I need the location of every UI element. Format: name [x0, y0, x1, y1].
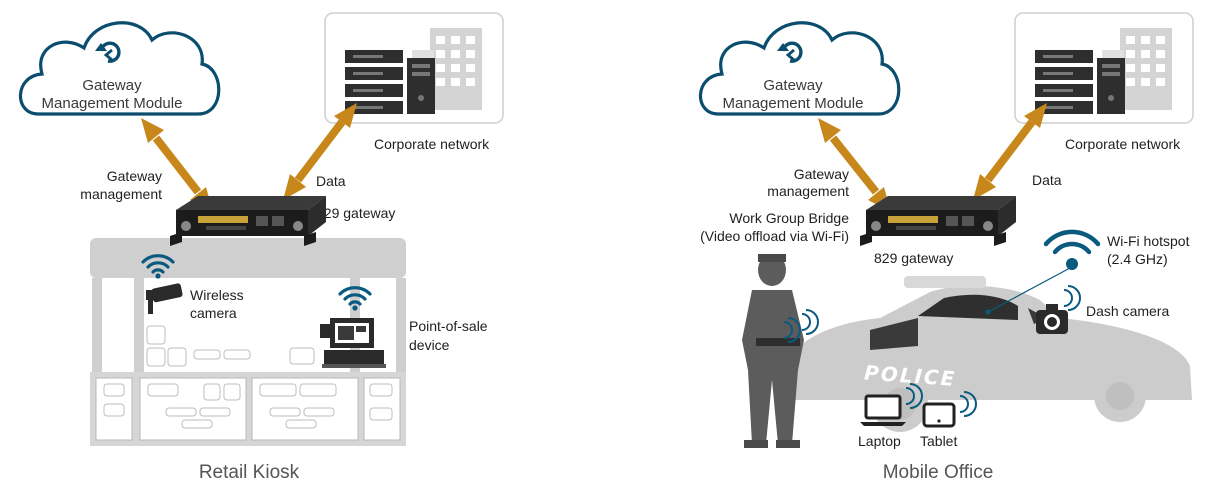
- corporate-network-label: Corporate network: [374, 136, 490, 152]
- hotspot-label-line1: Wi-Fi hotspot: [1107, 233, 1190, 249]
- hotspot-anchor: [985, 309, 991, 315]
- pos-label-line2: device: [409, 337, 450, 353]
- wgb-label-line1: Work Group Bridge: [729, 210, 849, 226]
- pos-terminal-icon: [320, 318, 386, 368]
- scene-title-mobile: Mobile Office: [883, 462, 994, 483]
- gateway-management-label-line1: Gateway: [107, 168, 162, 184]
- cloud-label-line1: Gateway: [763, 77, 823, 94]
- cloud-label-line2: Management Module: [42, 95, 183, 112]
- hotspot-leader-line: [987, 267, 1071, 313]
- gateway-label: 829 gateway: [874, 250, 953, 266]
- mobile-office-scene: Gateway Management Module Corporate netw…: [698, 12, 1194, 483]
- corporate-network-label: Corporate network: [1065, 136, 1181, 152]
- hotspot-label-line2: (2.4 GHz): [1107, 251, 1168, 267]
- laptop-label: Laptop: [858, 433, 901, 449]
- gateway-management-label-line2: management: [80, 186, 162, 202]
- dash-camera-label: Dash camera: [1086, 303, 1169, 319]
- laptop-icon: [860, 394, 906, 426]
- camera-icon: [1036, 304, 1068, 334]
- wgb-label-line2: (Video offload via Wi-Fi): [700, 228, 849, 244]
- officer-bodycam-signal: [801, 309, 819, 335]
- police-car: POLICE: [790, 276, 1192, 432]
- data-arrow: [973, 103, 1047, 200]
- wireless-camera-label-line1: Wireless: [190, 287, 244, 303]
- gateway-management-label-line1: Gateway: [794, 166, 849, 182]
- router-icon: [860, 196, 1016, 246]
- gateway-management-label-line2: management: [767, 183, 849, 199]
- scene-title-retail: Retail Kiosk: [199, 462, 300, 483]
- data-label: Data: [1032, 172, 1062, 188]
- officer-silhouette: [742, 254, 804, 448]
- security-camera-icon: [146, 283, 183, 314]
- wifi-icon: [1043, 229, 1101, 270]
- cloud-label-line2: Management Module: [723, 95, 864, 112]
- tablet-label: Tablet: [920, 433, 957, 449]
- pos-label-line1: Point-of-sale: [409, 318, 488, 334]
- gateway-label: 829 gateway: [316, 205, 395, 221]
- wireless-camera-label-line2: camera: [190, 305, 237, 321]
- dash-camera-signal: [1063, 285, 1081, 311]
- data-arrow: [283, 103, 357, 200]
- data-label: Data: [316, 173, 346, 189]
- tablet-icon: [922, 402, 956, 428]
- cloud-label-line1: Gateway: [82, 77, 142, 94]
- retail-kiosk-scene: Gateway Management Module Corporate netw…: [18, 12, 504, 483]
